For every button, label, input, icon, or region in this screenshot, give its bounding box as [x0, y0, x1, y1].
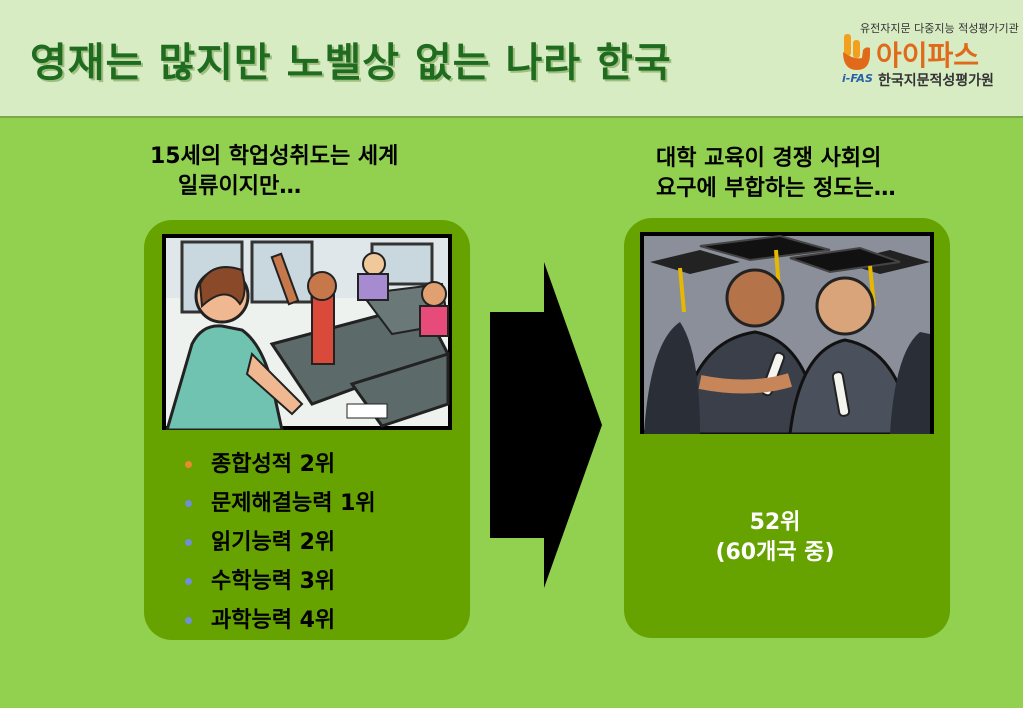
rank-value: 52위 [749, 510, 801, 535]
left-caption-line2: 일류이지만… [178, 174, 302, 199]
list-item-label: 과학능력 4위 [211, 608, 336, 633]
list-item-label: 읽기능력 2위 [211, 530, 336, 555]
right-caption-line2: 요구에 부합하는 정도는… [656, 176, 896, 201]
right-arrow-icon [490, 262, 602, 588]
list-item: 수학능력 3위 [185, 565, 376, 604]
list-item-label: 수학능력 3위 [211, 569, 336, 594]
list-item-label: 문제해결능력 1위 [211, 491, 376, 516]
rank-text: 52위 (60개국 중) [700, 508, 850, 568]
classroom-image [165, 238, 451, 432]
left-caption-line1: 15세의 학업성취도는 세계 [150, 144, 399, 169]
rank-context: (60개국 중) [715, 540, 835, 565]
bullet-icon [185, 578, 192, 585]
list-item-label: 종합성적 2위 [211, 452, 336, 477]
logo-ifas: i-FAS [842, 72, 873, 85]
hand-logo-icon [843, 34, 870, 70]
graduates-illustration [640, 232, 934, 436]
logo-subname: 한국지문적성평가원 [878, 73, 994, 89]
right-caption-line1: 대학 교육이 경쟁 사회의 [656, 146, 882, 171]
bullet-icon [185, 539, 192, 546]
logo: 유전자지문 다중지능 적성평가기관 아이파스 i-FAS 한국지문적성평가원 [840, 20, 1019, 90]
bullet-icon [185, 500, 192, 507]
header-bar: 영재는 많지만 노벨상 없는 나라 한국 유전자지문 다중지능 적성평가기관 아… [0, 0, 1023, 118]
classroom-illustration [162, 234, 452, 432]
list-item: 과학능력 4위 [185, 604, 376, 643]
left-stats-list: 종합성적 2위 문제해결능력 1위 읽기능력 2위 수학능력 3위 과학능력 4… [185, 448, 376, 643]
page-title: 영재는 많지만 노벨상 없는 나라 한국 [30, 40, 672, 86]
bullet-icon [185, 617, 192, 624]
logo-name: 아이파스 [876, 39, 980, 72]
list-item: 읽기능력 2위 [185, 526, 376, 565]
logo-tagline: 유전자지문 다중지능 적성평가기관 [860, 22, 1019, 35]
list-item: 종합성적 2위 [185, 448, 376, 487]
graduates-image [644, 234, 930, 436]
bullet-icon [185, 461, 192, 468]
list-item: 문제해결능력 1위 [185, 487, 376, 526]
